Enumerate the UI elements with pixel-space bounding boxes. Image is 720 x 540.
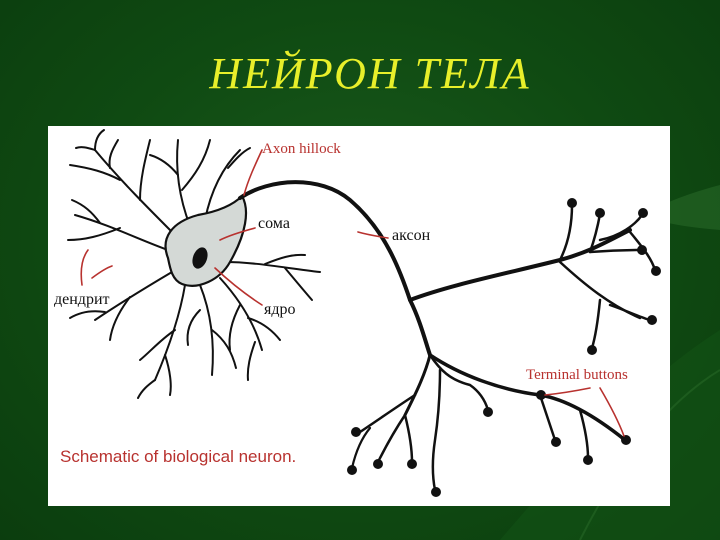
dendrite: [94, 271, 173, 321]
label-soma: сома: [258, 215, 290, 232]
label-dendrite: дендрит: [54, 291, 110, 308]
diagram-caption: Schematic of biological neuron.: [60, 447, 297, 466]
neuron-diagram: Axon hillock сома аксон дендрит ядро Ter…: [48, 126, 670, 506]
label-axon: аксон: [392, 227, 431, 244]
label-terminal-buttons: Terminal buttons: [526, 367, 628, 383]
nucleus-pointer: [214, 267, 263, 306]
axon: [238, 180, 432, 357]
slide-title: НЕЙРОН ТЕЛА: [209, 49, 531, 98]
neuron-drawing: [67, 129, 661, 497]
label-axon-hillock: Axon hillock: [262, 141, 341, 157]
terminal-buttons: [347, 198, 661, 497]
dendrite: [224, 261, 321, 273]
dendrite: [199, 284, 214, 376]
label-nucleus: ядро: [264, 301, 296, 318]
dendrite: [94, 149, 179, 239]
dendrite-pointer: [80, 249, 89, 286]
nucleus: [192, 247, 208, 269]
axon-branch: [408, 228, 632, 302]
axon-pointer: [357, 231, 389, 239]
dendrite: [219, 277, 263, 351]
soma: [164, 194, 248, 287]
axon-hillock-pointer: [243, 149, 263, 196]
terminal-buttons-pointer: [544, 387, 591, 396]
dendrite: [74, 214, 169, 251]
soma-pointer: [219, 227, 256, 241]
